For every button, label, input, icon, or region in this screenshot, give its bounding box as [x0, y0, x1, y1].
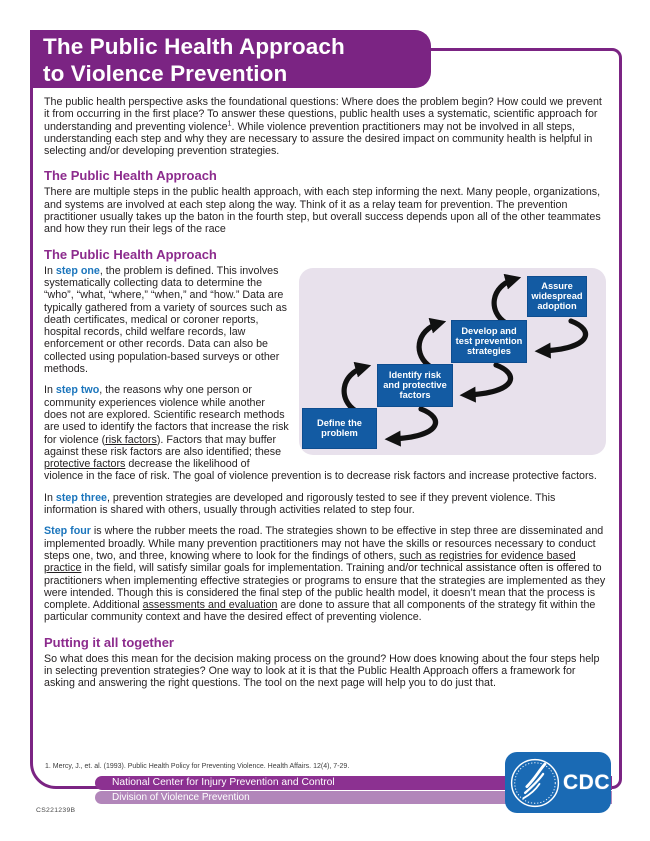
- footnote-citation: 1. Mercy, J., et. al. (1993). Public Hea…: [45, 763, 350, 770]
- document-code: CS221239B: [36, 807, 76, 814]
- diagram-step-identify-risk-and-protective-factors: Identify risk and protective factors: [377, 363, 453, 407]
- protective-factors-term: protective factors: [44, 458, 126, 471]
- arrow-up-2: [416, 317, 447, 370]
- step-one-text: , the problem is defined. This involves …: [44, 264, 287, 376]
- footnote-reference: 1: [227, 120, 232, 128]
- step-four-text-b: in the field, will satisfy similar goals…: [44, 562, 606, 612]
- step-three-text: , prevention strategies are developed an…: [44, 491, 556, 517]
- arrow-up-1: [341, 361, 372, 414]
- cdc-logo-text: CDC: [563, 770, 610, 794]
- step-one-lead: In: [44, 264, 56, 277]
- document-body: The public health perspective asks the f…: [33, 51, 619, 786]
- step-one-label: step one: [55, 264, 100, 277]
- diagram-step-assure-widespread-adoption: Assure widespread adoption: [527, 275, 587, 317]
- step-two-text-a: , the reasons why one person or communit…: [44, 384, 289, 446]
- heading-putting-it-all-together: Putting it all together: [44, 634, 174, 650]
- hhs-seal-icon: [510, 758, 560, 807]
- step-three-label: step three: [55, 491, 107, 504]
- intro-text-start: The public health perspective asks the f…: [44, 96, 602, 133]
- arrow-up-3: [491, 273, 522, 326]
- arrow-down-2: [459, 362, 514, 403]
- registries-term: such as registries for evidence based pr…: [44, 549, 576, 575]
- step-two-text-b: ). Factors that may buffer against these…: [44, 433, 282, 458]
- footer-bar-national-center: National Center for Injury Prevention an…: [95, 776, 612, 790]
- risk-factors-term: risk factors: [105, 433, 157, 446]
- diagram-step-develop-and-test-prevention-strategies: Develop and test prevention strategies: [451, 319, 527, 363]
- page-title-banner: The Public Health Approach to Violence P…: [30, 30, 431, 88]
- content-frame: The public health perspective asks the f…: [30, 48, 622, 789]
- intro-paragraph: The public health perspective asks the f…: [44, 96, 606, 157]
- assessments-term: assessments and evaluation: [142, 599, 278, 612]
- step-two-lead: In: [44, 384, 56, 397]
- putting-it-together-paragraph: So what does this mean for the decision …: [44, 652, 600, 690]
- approach-overview-paragraph: There are multiple steps in the public h…: [44, 186, 601, 236]
- step-four-label: Step four: [44, 525, 91, 538]
- step-three-paragraph: In step three, prevention strategies are…: [44, 492, 606, 517]
- intro-text-end: . While violence prevention practitioner…: [44, 120, 593, 158]
- heading-public-health-approach-2: The Public Health Approach: [44, 246, 217, 262]
- arrow-down-1: [384, 406, 439, 447]
- step-two-label: step two: [55, 384, 100, 397]
- heading-public-health-approach-1: The Public Health Approach: [44, 168, 217, 184]
- diagram-arrows: [341, 273, 589, 447]
- diagram-step-define-the-problem: Define the problem: [302, 407, 377, 449]
- step-four-text-c: are done to assure that all components o…: [44, 599, 596, 624]
- step-three-lead: In: [44, 491, 56, 504]
- step-two-paragraph: In step two, the reasons why one person …: [44, 384, 606, 482]
- step-four-paragraph: Step four is where the rubber meets the …: [44, 525, 606, 623]
- public-health-steps-diagram: Define the problem Identify risk and pro…: [299, 267, 606, 455]
- cdc-logo: CDC: [505, 752, 611, 813]
- page-title-line1: The Public Health Approach: [43, 34, 345, 59]
- step-one-paragraph: In step one, the problem is defined. Thi…: [44, 265, 606, 376]
- arrow-down-3: [534, 318, 589, 359]
- step-two-text-c: decrease the likelihood of violence in t…: [44, 458, 597, 483]
- footer-bar-division: Division of Violence Prevention: [95, 791, 612, 804]
- step-four-text-a: is where the rubber meets the road. The …: [44, 525, 604, 562]
- page-title-line2: to Violence Prevention: [43, 60, 288, 86]
